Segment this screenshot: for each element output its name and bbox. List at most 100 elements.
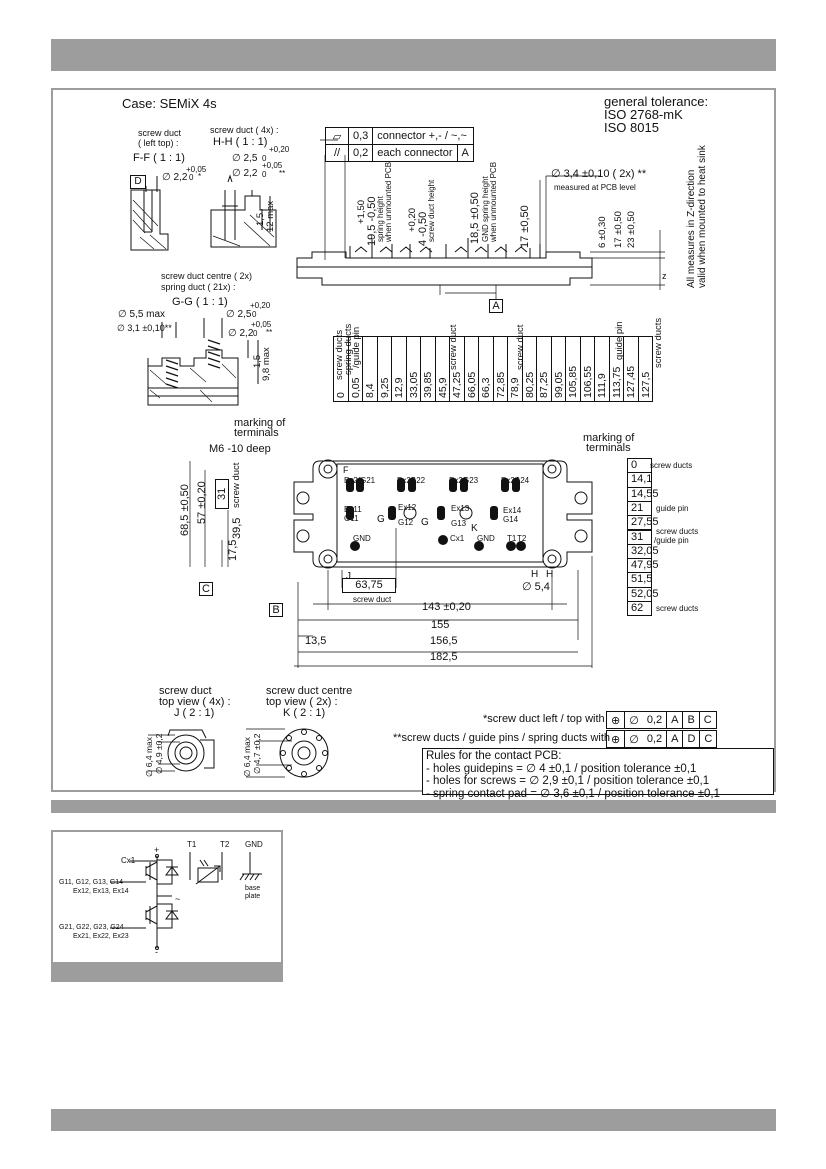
fcf-desc: each connector	[372, 144, 458, 162]
schematic-panel-footer	[51, 964, 283, 982]
label-gnd2: GND	[477, 534, 495, 543]
postol-value: 0,2	[642, 711, 668, 729]
datum-a: A	[489, 299, 503, 313]
label-ex23: Ex23	[449, 476, 468, 485]
label-g12: G12	[398, 518, 414, 527]
label-g2: G	[421, 517, 429, 528]
general-tolerance: general tolerance:	[604, 94, 709, 109]
label-g13: G13	[451, 519, 467, 528]
fcf-desc: connector +,- / ~,~	[372, 127, 474, 145]
label-f: F	[343, 465, 349, 475]
position-symbol: ⊕	[605, 711, 626, 729]
marking-left-1: marking of	[234, 417, 286, 429]
gg-d1: ∅ 5,5 max	[118, 309, 166, 320]
gg-d3tolb: 0	[252, 310, 257, 319]
datum-b: B	[269, 603, 283, 617]
postol-row: ⊕ ∅ 0,2 A D C	[605, 730, 718, 748]
label-h2: H	[546, 569, 554, 580]
hh-tol1: +0,20	[269, 145, 290, 154]
sch-cx1: Cx1	[121, 856, 136, 865]
hh-title: screw duct ( 4x) :	[210, 125, 279, 135]
m6-label: M6 -10 deep	[209, 443, 271, 455]
right-dim-value: 47,95	[631, 559, 659, 572]
right-dim-value: 0	[631, 459, 638, 471]
right-dim-box: 32,05	[627, 543, 659, 560]
label-g22: G22	[410, 476, 426, 485]
gg-d2: ∅ 3,1 ±0,10**	[117, 323, 172, 333]
dim-1825: 182,5	[430, 651, 458, 663]
rules-line: - holes for screws = ∅ 2,9 ±0,1 / positi…	[426, 775, 710, 787]
ff-scale: F-F ( 1 : 1)	[133, 152, 185, 164]
fcf-top-row: // 0,2 each connector A	[325, 144, 474, 162]
gg-d4tol: +0,05	[251, 320, 272, 329]
dim-135: 13,5	[305, 635, 327, 647]
ff-dia: ∅ 2,2	[162, 172, 188, 183]
gg-title: screw duct centre ( 2x)	[161, 271, 253, 281]
gg-sub: spring duct ( 21x) :	[161, 282, 236, 292]
hh-tol2b: 0	[262, 170, 267, 179]
label-j: J	[346, 571, 351, 582]
screw-duct-label: screw duct	[353, 595, 392, 604]
dim-155: 155	[431, 619, 450, 631]
k-title-2: top view ( 2x) :	[266, 696, 338, 708]
iso-8015: ISO 8015	[604, 120, 659, 135]
hh-dia1: ∅ 2,5	[232, 153, 258, 164]
right-dim-value: 14,1	[631, 473, 653, 486]
right-dim-label: guide pin	[656, 504, 689, 513]
j-title-2: top view ( 4x) :	[159, 696, 231, 708]
dim-6375: 63,75	[342, 578, 396, 593]
header-bar	[51, 39, 776, 71]
right-dim-label: /guide pin	[654, 536, 689, 545]
diameter-symbol: ∅	[624, 711, 643, 729]
postol-datum: A	[666, 730, 684, 748]
right-dim-box: 62	[627, 601, 652, 617]
fcf-value: 0,2	[347, 144, 374, 162]
dia-54: ∅ 5,4	[522, 581, 550, 593]
ff-title: screw duct	[138, 128, 182, 138]
fcf-top-table: ▱ 0,3 connector +,- / ~,~ // 0,2 each co…	[325, 127, 474, 162]
label-g21: G21	[360, 476, 376, 485]
gg-scale: G-G ( 1 : 1)	[172, 296, 228, 308]
hh-tol1b: 0	[262, 154, 267, 163]
position-symbol: ⊕	[605, 730, 626, 748]
right-dim-value: 14,55	[631, 487, 659, 500]
label-g23: G23	[463, 476, 479, 485]
sch-g2: G21, G22, G23, G24	[59, 924, 124, 931]
drawing-panel	[51, 88, 776, 792]
sch-t2: T2	[220, 840, 230, 849]
drawing-panel-footer	[51, 800, 776, 813]
pcb-rules-box: Rules for the contact PCB: - holes guide…	[422, 748, 774, 800]
diameter-symbol: ∅	[624, 730, 643, 748]
postol-table-2: ⊕ ∅ 0,2 A D C	[605, 730, 718, 748]
right-dim-value: 62	[631, 602, 644, 614]
right-dim-box: 52,05	[627, 586, 659, 602]
box-31: 31	[215, 479, 229, 509]
label-ex13: Ex13	[451, 504, 470, 513]
label-gnd1: GND	[353, 534, 371, 543]
right-dim-value: 21	[631, 501, 644, 514]
label-cx1: Cx1	[450, 534, 465, 543]
sch-t1: T1	[187, 840, 197, 849]
case-title: Case: SEMiX 4s	[122, 96, 217, 111]
right-dim-box: 47,95	[627, 558, 659, 574]
ff-star: *	[198, 172, 202, 181]
hh-scale: H-H ( 1 : 1)	[213, 136, 268, 148]
schematic-panel	[51, 830, 283, 964]
postol-datum: B	[682, 711, 700, 729]
label-ex24: Ex24	[501, 476, 520, 485]
right-dim-value: 31	[631, 530, 644, 543]
label-ex22: Ex22	[397, 476, 416, 485]
label-g24: G24	[514, 476, 530, 485]
postol-table-1: ⊕ ∅ 0,2 A B C	[605, 711, 717, 729]
sch-tilde: ~	[175, 894, 181, 904]
hh-star: **	[279, 169, 286, 178]
dim-143: 143 ±0,20	[422, 601, 471, 613]
k-title-3: K ( 2 : 1)	[283, 707, 326, 719]
sch-gnd: GND	[245, 840, 263, 849]
label-ex14: Ex14	[503, 506, 522, 515]
label-k1: K	[471, 523, 478, 534]
